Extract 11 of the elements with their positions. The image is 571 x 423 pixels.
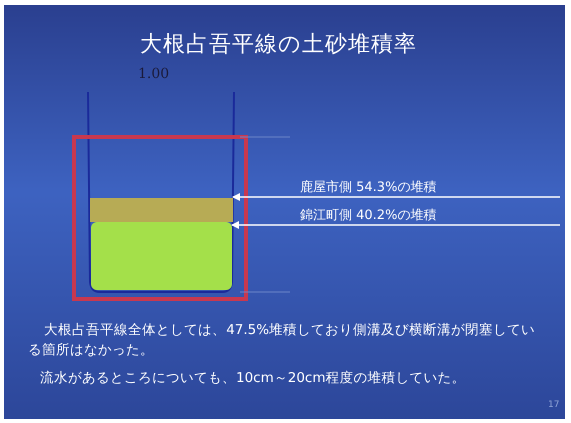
leader-arrow: [231, 221, 561, 229]
page-number: 17: [548, 400, 560, 410]
title: 大根占吾平線の土砂堆積率: [140, 31, 417, 59]
summary-text: 大根占吾平線全体としては、47.5%堆積しており側溝及び横断溝が閉塞している箇所はなかった。: [28, 321, 536, 360]
sediment-layer: [91, 222, 232, 290]
leader-arrow: [232, 193, 561, 201]
sediment-layer: [90, 198, 233, 222]
annotation-text: 鹿屋市側 54.3%の堆積: [300, 180, 436, 196]
annotation-text: 錦江町側 40.2%の堆積: [300, 208, 436, 224]
dimension-label: 1.00: [138, 66, 170, 82]
summary-text: 流水があるところについても、10cm～20cm程度の堆積していた。: [40, 369, 466, 387]
